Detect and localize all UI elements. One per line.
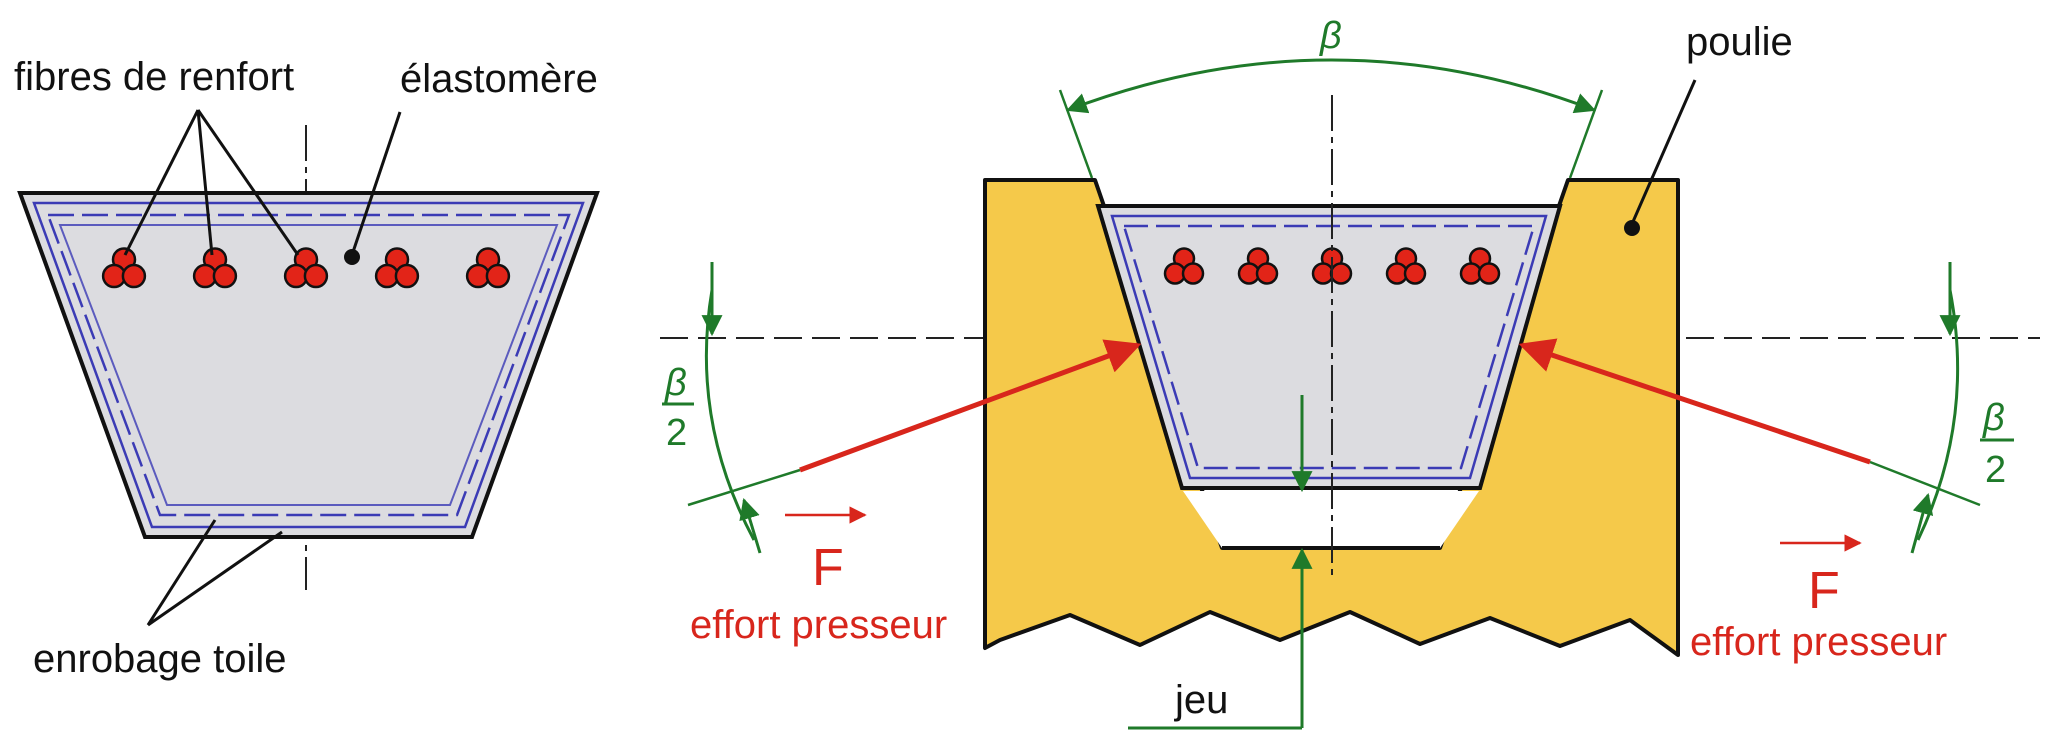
label-elastomere: élastomère xyxy=(400,57,598,101)
beta-extension-right xyxy=(1568,89,1604,179)
beta-extension-left xyxy=(1058,89,1094,179)
leader-lines-left xyxy=(123,109,402,627)
poulie-dot xyxy=(1624,220,1640,236)
force-line-right-green xyxy=(1869,460,1981,507)
label-beta-half-right-den: 2 xyxy=(1985,449,2006,491)
leader-fibre-1 xyxy=(123,109,200,256)
label-beta-half-left-den: 2 xyxy=(666,412,687,454)
label-beta-half-left-num: β xyxy=(664,362,687,404)
beta-half-arc-left xyxy=(704,289,756,541)
label-beta: β xyxy=(1319,15,1342,57)
groove-fabric-outer xyxy=(1110,214,1548,480)
force-arrow-left xyxy=(799,339,1142,473)
belt-body xyxy=(17,191,600,539)
leader-fibre-3 xyxy=(196,109,300,256)
leader-enrobage-1 xyxy=(146,519,217,626)
label-force-left: F xyxy=(812,539,844,597)
groove-fabric-dashed xyxy=(1122,224,1536,470)
leader-enrobage-2 xyxy=(147,530,283,627)
label-force-right: F xyxy=(1808,562,1840,620)
fibre-strand-1 xyxy=(101,247,147,289)
label-fibres-de-renfort: fibres de renfort xyxy=(14,55,294,99)
elastomere-dot xyxy=(344,249,360,265)
force-arrow-right xyxy=(1518,338,1871,465)
label-beta-half-right-num: β xyxy=(1982,397,2005,439)
fabric-line-inner-dashed xyxy=(46,213,571,517)
label-effort-presseur-left: effort presseur xyxy=(690,603,947,647)
groove-fibres-row xyxy=(1163,247,1501,285)
fabric-line-outer xyxy=(32,201,585,529)
fibre-strand-5 xyxy=(465,247,511,289)
label-enrobage-toile: enrobage toile xyxy=(33,637,287,681)
label-effort-presseur-right: effort presseur xyxy=(1690,620,1947,664)
fibre-strand-2 xyxy=(1237,247,1279,285)
belt-cross-section: fibres de renfort élastomère enrobage to… xyxy=(14,55,600,681)
pulley-groove-section: β jeu poulie β 2 F effort presseur β 2 F xyxy=(660,15,2040,730)
leader-fibre-2 xyxy=(196,109,214,256)
leader-poulie xyxy=(1630,79,1697,225)
fibre-strand-3 xyxy=(283,247,329,289)
fibre-strand-5 xyxy=(1459,247,1501,285)
beta-half-arc-right xyxy=(1916,289,1960,541)
beta-half-arrow-right-bottom xyxy=(1910,492,1934,554)
label-jeu: jeu xyxy=(1174,678,1228,722)
fibre-strand-2 xyxy=(192,247,238,289)
belt-in-groove xyxy=(1095,204,1563,490)
fibre-strand-4 xyxy=(374,247,420,289)
beta-angle-arc xyxy=(1066,58,1596,114)
beta-half-arrow-left-bottom xyxy=(739,497,762,554)
force-line-left-green xyxy=(687,468,801,507)
fabric-line-inner xyxy=(58,224,559,506)
fibre-strand-1 xyxy=(1163,247,1205,285)
fibres-row xyxy=(101,247,511,289)
label-poulie: poulie xyxy=(1686,20,1793,64)
fibre-strand-4 xyxy=(1385,247,1427,285)
leader-elastomere xyxy=(350,111,402,256)
